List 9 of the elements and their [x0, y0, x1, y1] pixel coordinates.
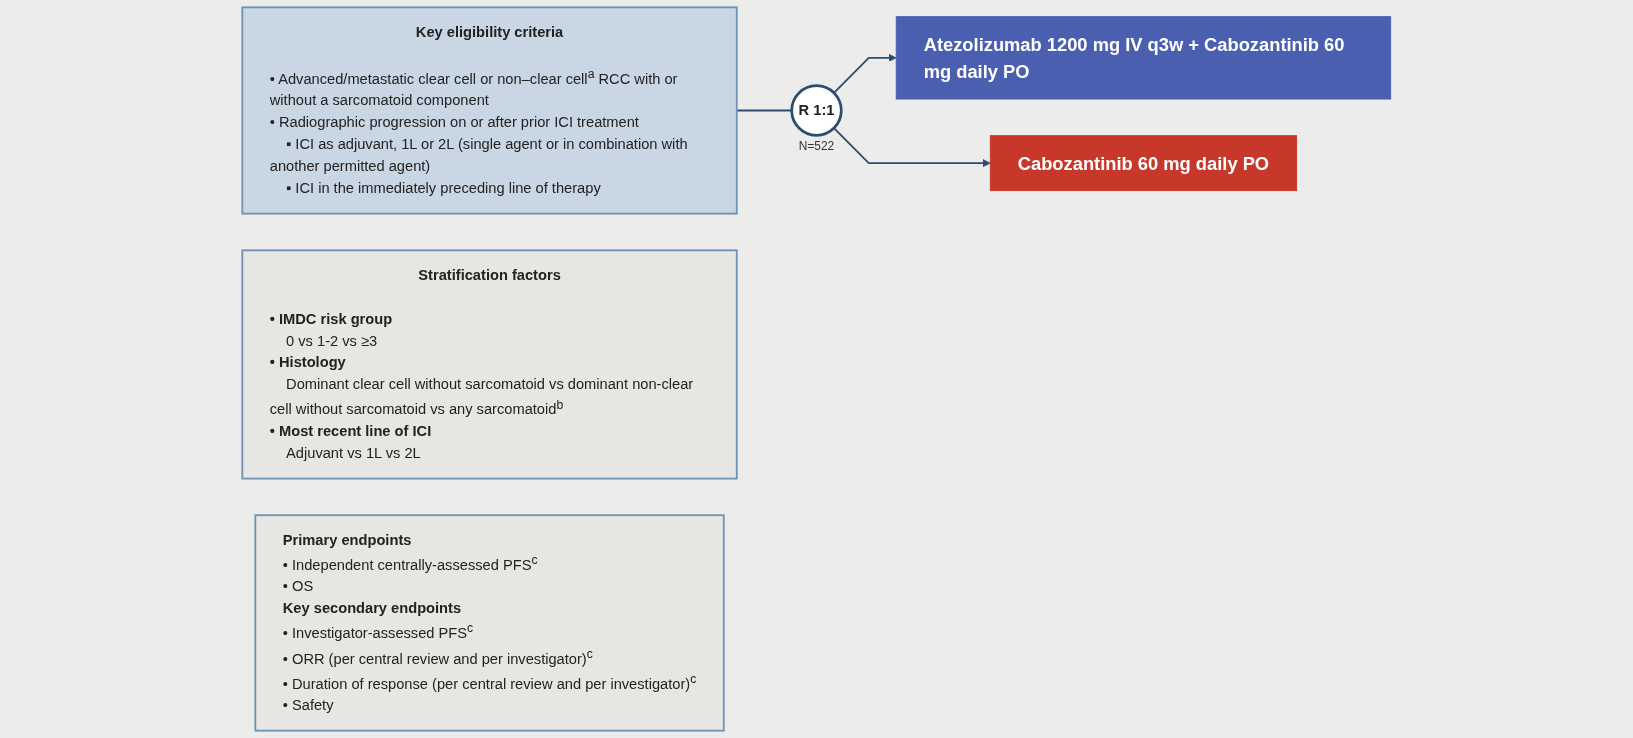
sample-size-label: N=522: [798, 138, 835, 153]
node-circle: R 1:1: [790, 84, 843, 137]
node-box: Stratification factors • IMDC risk group 0 vs 1-2 vs ≥3 • Histology Dominant clear cell without sarcomatoid vs dominant non-clear cell without sarcomatoid vs any sarcomatoid$^{b}$ • Most recent line of ICI Adjuvant vs 1L vs 2L: [241, 249, 738, 480]
node-box: Primary endpoints • Independent centrally-assessed PFS$^{c}$ • OS Key secondary endpoints • Investigator-assessed PFS$^{c}$ • ORR (per central review and per investigator)$^{c}$ • Duration of response (per central review and per investigator)$^{c}$ • Safety: [254, 514, 725, 732]
arrow: [833, 127, 991, 168]
node-box: Key eligibility criteria • Advanced/metastatic clear cell or non–clear cell$^{a}$ RCC with or without a sarcomatoid component • Radiographic progression on or after prior ICI treatment ▪ ICI as adjuvant, 1L or 2L (single agent or in combination with another permitted agent) ▪ ICI in the immediately preceding line of therapy: [241, 6, 738, 215]
node-box: Cabozantinib 60 mg daily PO: [989, 135, 1298, 192]
node-box: Atezolizumab 1200 mg IV q3w + Cabozantinib 60 mg daily PO: [895, 16, 1392, 100]
arrow: [833, 53, 897, 94]
